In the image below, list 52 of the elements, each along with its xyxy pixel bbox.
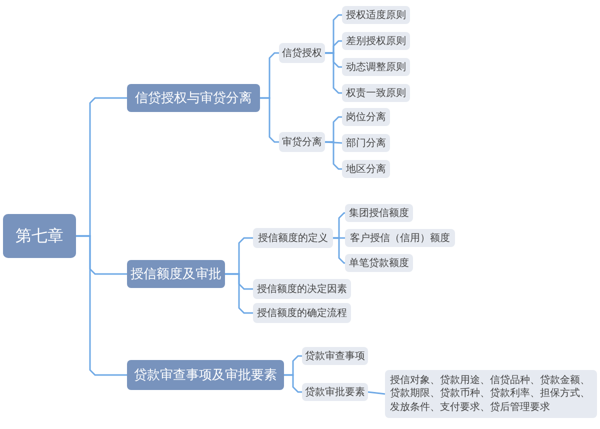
- subtopic-box: [342, 134, 390, 152]
- connector-line: [260, 97, 279, 143]
- topic-text: 第七章: [16, 226, 64, 246]
- topic-text: 信贷授权: [282, 46, 322, 60]
- main-topic-box: [127, 360, 284, 390]
- subtopic-box: [342, 58, 410, 76]
- main-topic-box: [127, 84, 260, 112]
- topic-text: 授信额度的决定因素: [257, 282, 347, 296]
- subtopic-box: [385, 370, 597, 418]
- main-topic-box: [127, 260, 225, 288]
- topic-text: 授信额度的定义: [258, 232, 328, 245]
- subtopic-box: [342, 32, 410, 50]
- topic-text: 集团授信额度: [349, 206, 409, 220]
- topic-text: 授信额度的确定流程: [257, 306, 347, 320]
- topic-text: 客户授信（信用）额度: [350, 232, 450, 245]
- topic-text: 动态调整原则: [346, 60, 406, 74]
- topic-text: 信贷授权与审贷分离: [135, 90, 252, 107]
- subtopic-box: [302, 383, 368, 401]
- subtopic-box: [279, 132, 325, 152]
- topic-text: 审贷分离: [282, 136, 322, 149]
- subtopic-box: [253, 228, 333, 248]
- subtopic-box: [279, 43, 325, 63]
- topic-text: 权责一致原则: [346, 86, 406, 100]
- subtopic-box: [345, 229, 455, 247]
- topic-text: 授权适度原则: [346, 8, 406, 22]
- subtopic-box: [345, 204, 413, 222]
- subtopic-box: [342, 160, 390, 178]
- subtopic-box: [302, 347, 368, 365]
- topic-text: 差别授权原则: [346, 34, 406, 48]
- connector-line: [284, 374, 302, 393]
- topic-text: 贷款审批要素: [305, 386, 365, 399]
- subtopic-box: [342, 108, 390, 126]
- topic-text: 授信对象、贷款用途、信贷品种、贷款金额、贷款期限、贷款币种、贷款利率、担保方式、发放条件、支付要求、贷后管理要求: [390, 374, 591, 414]
- topic-text: 单笔贷款额度: [349, 256, 409, 270]
- subtopic-box: [345, 254, 413, 272]
- topic-text: 贷款审查事项及审批要素: [134, 367, 277, 384]
- subtopic-box: [253, 303, 351, 323]
- subtopic-box: [253, 279, 351, 299]
- subtopic-box: [342, 84, 410, 102]
- topic-text: 部门分离: [346, 136, 386, 150]
- connector-line: [368, 391, 386, 395]
- topic-text: 地区分离: [346, 162, 386, 176]
- connector-line: [225, 273, 253, 314]
- connector-line: [325, 141, 342, 170]
- connector-line: [76, 235, 127, 376]
- topic-text: 授信额度及审批: [130, 266, 222, 283]
- connector-line: [333, 237, 346, 264]
- subtopic-box: [342, 6, 410, 24]
- topic-text: 岗位分离: [346, 110, 386, 124]
- topic-text: 贷款审查事项: [305, 350, 365, 363]
- root-topic-box: [3, 214, 76, 258]
- connector-line: [325, 52, 342, 94]
